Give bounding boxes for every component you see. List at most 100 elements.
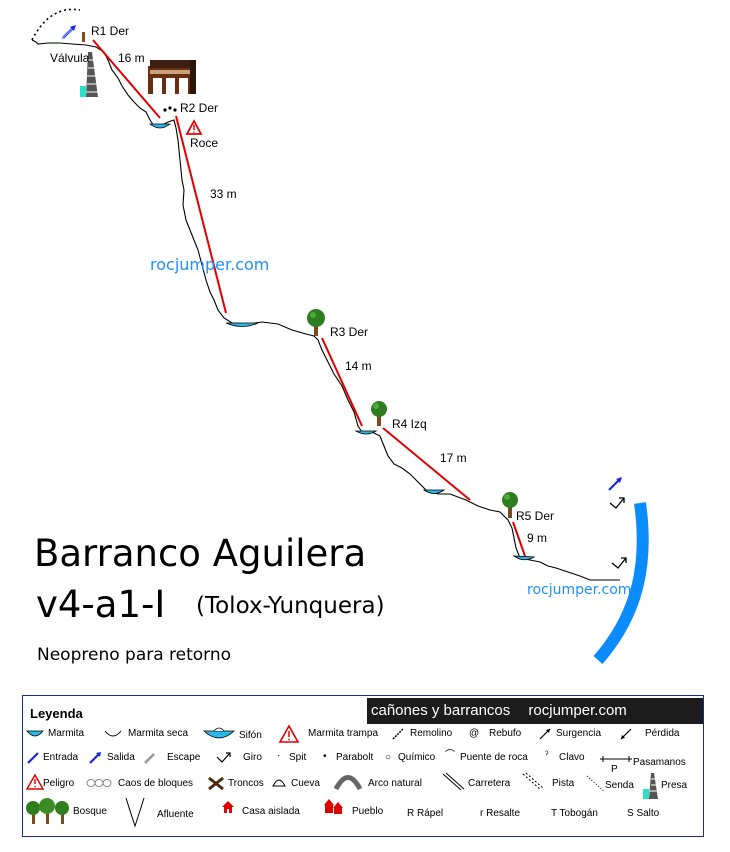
rappel-r2-rope: [175, 115, 227, 314]
legend-salida: Salida: [107, 752, 135, 763]
senda-icon: [586, 775, 606, 793]
bosque-icon: [26, 798, 69, 824]
legend-perdida: Pérdida: [645, 728, 680, 739]
legend-marmita-trampa: Marmita trampa: [308, 728, 379, 739]
carretera-icon: [442, 772, 465, 791]
tree-icon: [502, 492, 518, 518]
marmita-trampa-icon: [278, 724, 300, 743]
rappel-r3-rope: [321, 337, 363, 427]
legend-spit: Spit: [289, 752, 307, 763]
remolino-icon: [392, 728, 404, 740]
quimico-icon: ○: [385, 752, 392, 763]
perdida-icon: [620, 728, 632, 740]
rappel-r5-rope: [512, 521, 526, 557]
r4-label: R4 Izq: [392, 417, 427, 431]
river-afluente: [593, 502, 649, 664]
salida-icon: [89, 752, 101, 764]
presa-legend-icon: [643, 773, 658, 799]
legend-salto: S Salto: [627, 808, 660, 819]
legend-peligro: Peligro: [43, 778, 75, 789]
warning-triangle-icon: [185, 119, 203, 135]
troncos-icon: [208, 776, 224, 791]
escape-icon: [144, 753, 155, 764]
legend-marmita-seca: Marmita seca: [128, 728, 189, 739]
cueva-icon: [272, 779, 286, 787]
r2-label: R2 Der: [180, 101, 218, 115]
presa-icon: [80, 52, 98, 97]
rappel-r4-rope: [382, 427, 471, 501]
arco-natural-icon: [333, 775, 363, 790]
giro-icon: [611, 557, 627, 569]
canyon-grade: v4-a1-I: [36, 583, 166, 626]
tree-icon: [307, 309, 325, 336]
r1-label: R1 Der: [91, 24, 129, 38]
legend-caos: Caos de bloques: [118, 778, 194, 789]
valve-label: Válvula: [50, 51, 90, 65]
legend-troncos: Troncos: [228, 778, 264, 789]
legend-escape: Escape: [167, 752, 201, 763]
spit-icon: ·: [277, 750, 281, 761]
peligro-icon: [26, 774, 44, 790]
legend-bosque: Bosque: [73, 806, 107, 817]
legend-carretera: Carretera: [468, 778, 511, 789]
legend-presa: Presa: [661, 780, 688, 791]
roce-label: Roce: [190, 136, 218, 150]
legend-resalte: r Resalte: [480, 808, 521, 819]
marmita-icon: [26, 730, 44, 737]
casa-aislada-icon: [222, 801, 234, 813]
legend-pueblo: Pueblo: [352, 806, 384, 817]
sifon-icon: [202, 727, 236, 739]
afluente-icon: [125, 797, 145, 828]
canyon-title: Barranco Aguilera: [34, 532, 367, 575]
pool-icon: [354, 430, 378, 435]
legend-casa: Casa aislada: [242, 806, 300, 817]
legend-quimico: Químico: [398, 752, 436, 763]
canyon-note: Neopreno para retorno: [37, 645, 232, 665]
r5-length-label: 9 m: [527, 531, 547, 545]
salida-arrow-icon: [608, 477, 622, 491]
r3-length-label: 14 m: [345, 359, 372, 373]
banner-right-text: rocjumper.com: [528, 702, 627, 719]
tree-icon: [371, 401, 387, 426]
banner-left-text: cañones y barrancos: [371, 702, 511, 719]
pool-icon: [512, 555, 536, 561]
legend-banner: cañones y barrancos rocjumper.com: [367, 698, 703, 724]
canyon-topo-diagram: R1 Der Válvula 16 m R2 Der Roce 33 m roc…: [31, 8, 649, 664]
caos-bloques-icon: [86, 779, 112, 787]
pool-icon: [148, 123, 172, 129]
marmita-seca-icon: [104, 730, 122, 737]
legend-parabolt: Parabolt: [336, 752, 374, 763]
legend-sifon: Sifón: [239, 730, 262, 741]
puente-roca-icon: ⌒: [445, 750, 455, 761]
surgencia-icon: [539, 728, 551, 740]
legend-pasamanos: Pasamanos: [633, 757, 686, 768]
r4-length-label: 17 m: [440, 451, 467, 465]
legend-rebufo: Rebufo: [489, 728, 522, 739]
legend-remolino: Remolino: [410, 728, 453, 739]
giro-icon: [609, 497, 625, 509]
r5-label: R5 Der: [516, 509, 554, 523]
pasamanos-icon: [600, 756, 632, 762]
r3-label: R3 Der: [330, 325, 368, 339]
aqueduct-icon: [148, 60, 196, 94]
watermark-rocjumper: rocjumper.com: [150, 255, 269, 274]
legend-puente-roca: Puente de roca: [460, 752, 528, 763]
r1-length-label: 16 m: [118, 51, 145, 65]
spit-dots-icon: [163, 106, 177, 112]
legend-heading: Leyenda: [30, 706, 83, 721]
legend-tobogan: T Tobogán: [551, 808, 598, 819]
legend-rapel: R Rápel: [407, 808, 444, 819]
giro-legend-icon: [216, 752, 231, 763]
legend-clavo: Clavo: [559, 752, 585, 763]
legend-surgencia: Surgencia: [556, 728, 602, 739]
canyon-location: (Tolox-Yunquera): [196, 593, 385, 619]
entrada-arrow-icon: [61, 25, 76, 40]
parabolt-icon: •: [323, 751, 327, 762]
clavo-icon: ˀ: [545, 750, 549, 761]
rebufo-icon: @: [469, 728, 480, 739]
legend-pista: Pista: [552, 778, 575, 789]
anchor-post-icon: [82, 32, 85, 42]
pool-icon: [225, 322, 259, 327]
rappel-r1-rope: [92, 39, 161, 119]
pool-icon: [422, 489, 446, 494]
